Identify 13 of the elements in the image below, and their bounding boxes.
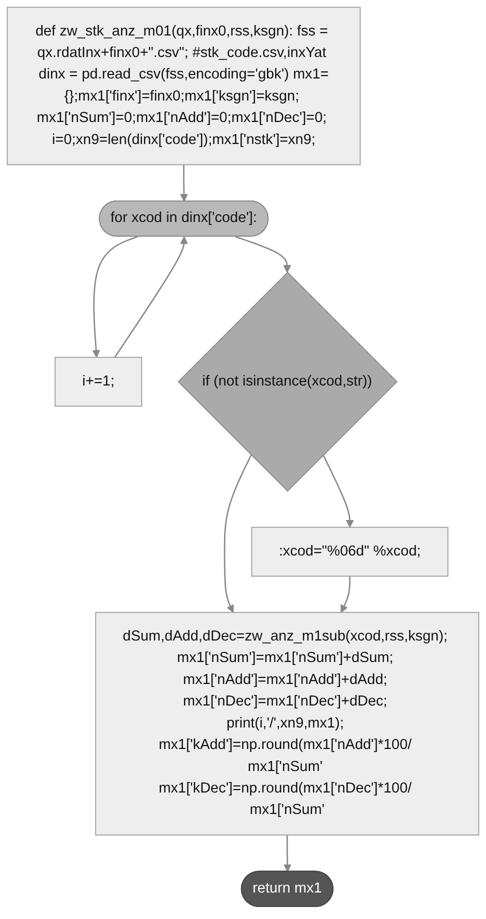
node-box: :xcod="%06d" %xcod;	[251, 526, 448, 577]
arrow	[340, 576, 350, 613]
arrow	[235, 236, 292, 273]
arrow	[114, 236, 188, 358]
arrow	[92, 236, 138, 358]
node-diamond: if (not isinstance(xcod,str))	[178, 272, 398, 492]
arrow	[283, 835, 292, 872]
node-box: def zw_stk_anz_m01(qx,finx0,rss,ksgn): fss = qx.rdatInx+finx0+".csv"; #stk_code.csv,inxYat dinx = pd.read_csv(fss,encoding='gbk') mx1={};mx1['finx']=finx0;mx1['ksgn']=ksgn; mx1['nSum']=0;mx1['nAdd']=0;mx1['nDec']=0; i=0;xn9=len(dinx['code']);mx1['nstk']=xn9;	[6, 6, 361, 166]
arrow	[224, 454, 252, 613]
node-box: i+=1;	[54, 356, 142, 407]
arrow	[180, 164, 188, 202]
node-box: dSum,dAdd,dDec=zw_anz_m1sub(xcod,rss,ksgn); mx1['nSum']=mx1['nSum']+dSum; mx1['nAdd']=mx1['nAdd']+dAdd; mx1['nDec']=mx1['nDec']+dDec; print(i,'/',xn9,mx1); mx1['kAdd']=np.round(mx1['nAdd']*100/ mx1['nSum' mx1['kDec']=np.round(mx1['nDec']*100/ mx1['nSum'	[95, 612, 480, 836]
arrow	[322, 454, 354, 528]
